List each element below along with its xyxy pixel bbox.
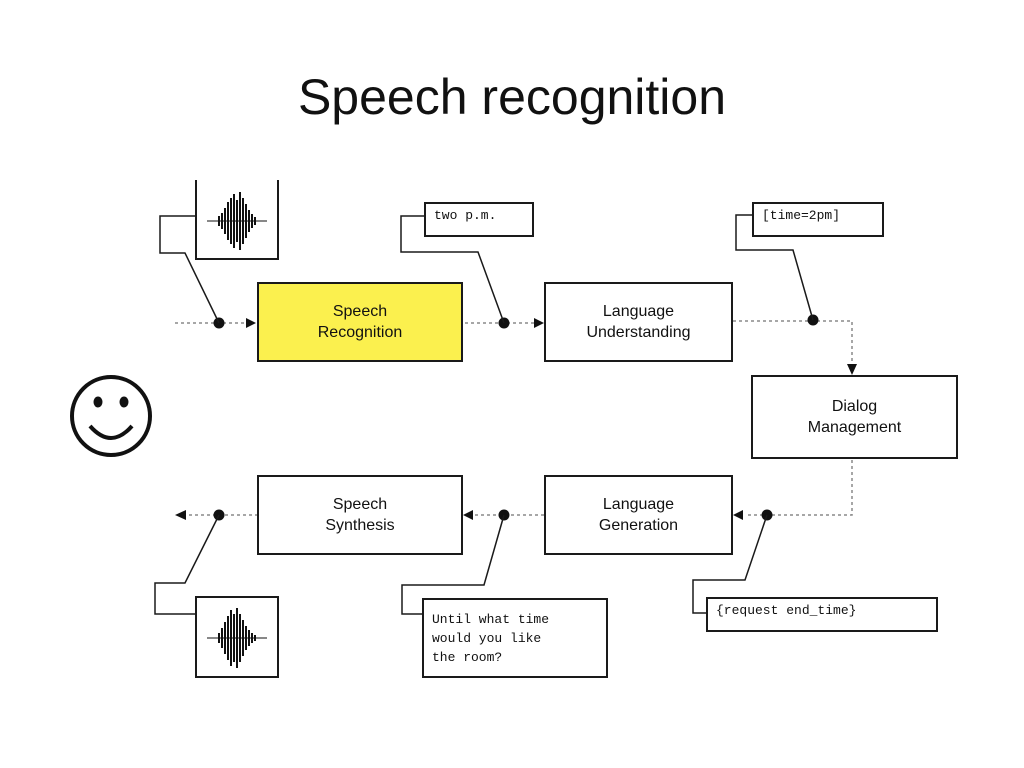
waveform-icon (207, 608, 267, 668)
arrow-into-language-understanding (534, 318, 544, 328)
input-waveform-box (195, 180, 279, 260)
arrow-into-dialog-management (847, 364, 857, 375)
slide-title: Speech recognition (297, 69, 727, 125)
waveform-icon (207, 192, 267, 250)
language-understanding-box: Language Understanding (544, 282, 733, 362)
arrow-into-speech-recognition (246, 318, 256, 328)
recognized-text-tag: two p.m. (424, 202, 534, 237)
speech-recognition-box: Speech Recognition (257, 282, 463, 362)
arrowheads (175, 318, 857, 520)
smiley-face-icon (70, 375, 152, 457)
dialog-management-box: Dialog Management (751, 375, 958, 459)
arrow-into-speech-synthesis (463, 510, 473, 520)
arrow-into-language-generation (733, 510, 743, 520)
dialog-act-tag: {request end_time} (706, 597, 938, 632)
generated-text-tag: Until what time would you like the room? (422, 598, 608, 678)
arrow-output (175, 510, 186, 520)
callout-leaders (154, 214, 814, 615)
semantic-frame-tag: [time=2pm] (752, 202, 884, 237)
speech-synthesis-box: Speech Synthesis (257, 475, 463, 555)
language-generation-box: Language Generation (544, 475, 733, 555)
output-waveform-box (195, 596, 279, 678)
